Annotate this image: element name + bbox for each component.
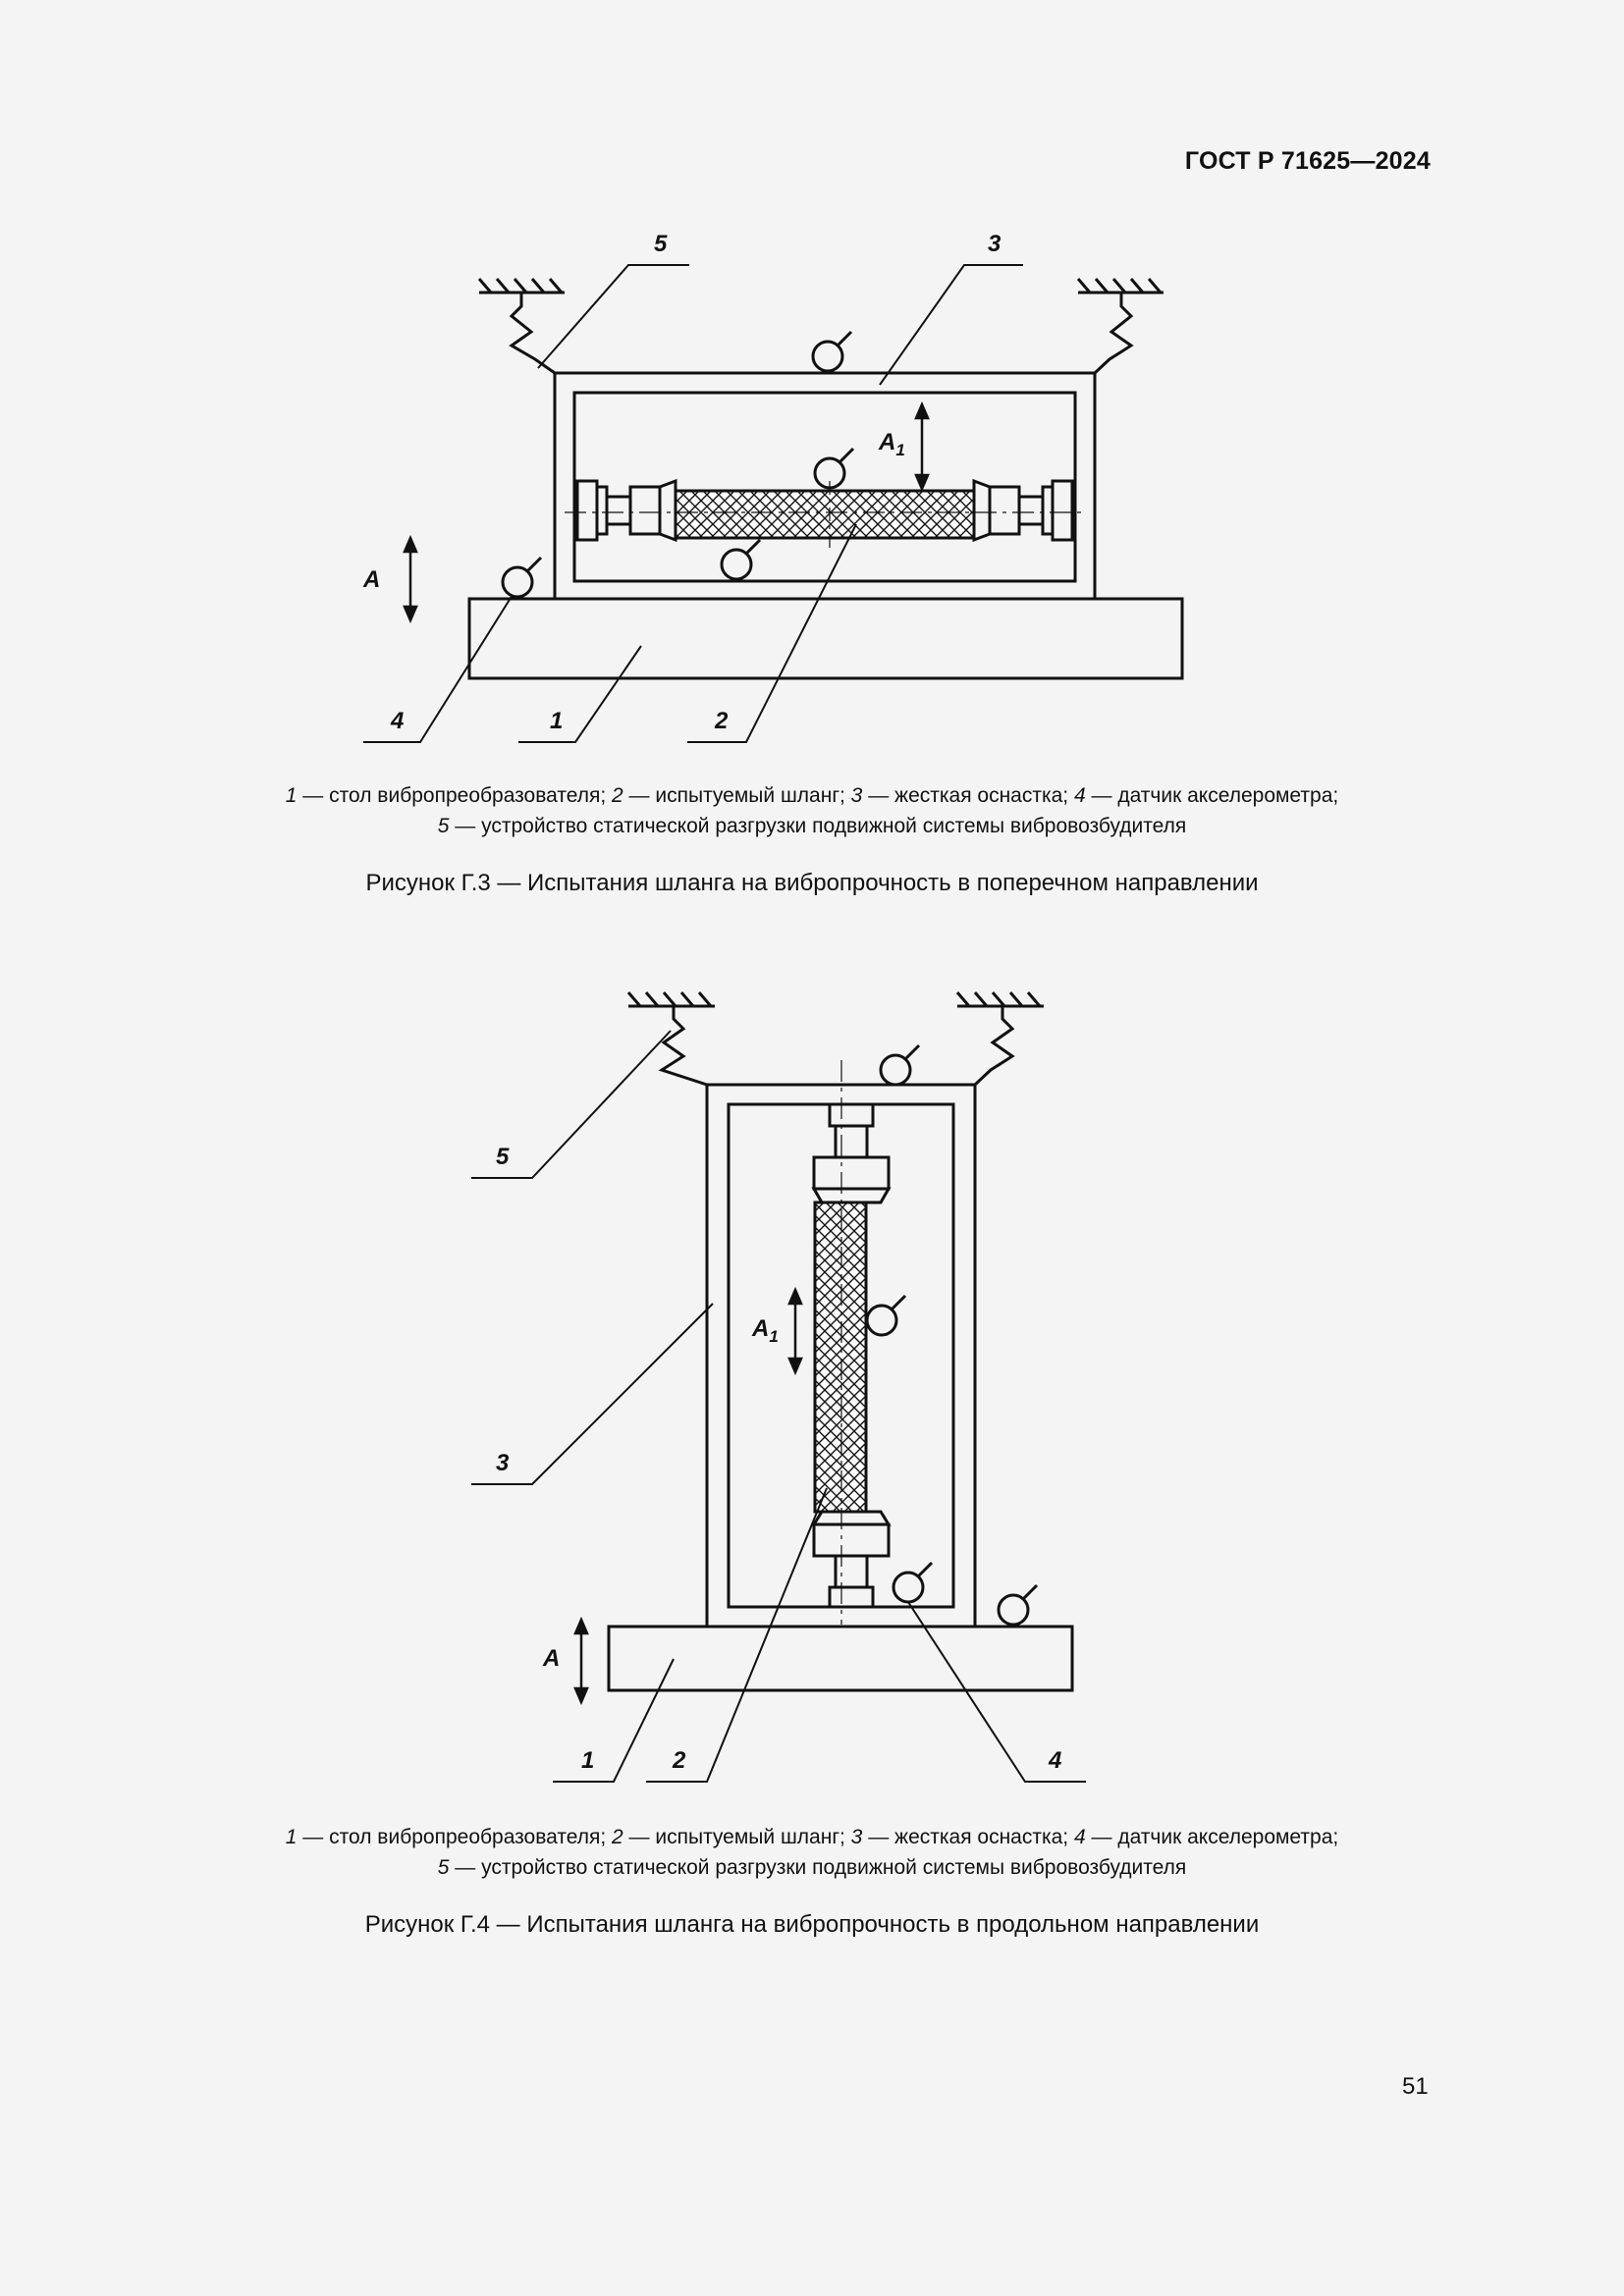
svg-text:A1: A1 [878,429,905,459]
figure-g4-legend: 1 — стол вибропреобразователя; 2 — испыт… [0,1822,1624,1883]
callout-1: 1 [550,708,563,734]
leader-3 [471,1303,714,1485]
legend-line-2: 5 — устройство статической разгрузки под… [437,815,1187,837]
legend-line-1: 1 — стол вибропреобразователя; 2 — испыт… [285,1826,1339,1848]
ceiling-support-right [955,991,1044,1008]
ceiling-support-left [477,278,565,294]
callout-1: 1 [581,1747,594,1774]
accelerometer-sensor [813,447,855,490]
hose-mesh [813,1201,868,1514]
document-id: ГОСТ Р 71625—2024 [1184,147,1431,175]
callout-3: 3 [496,1450,510,1476]
callout-4: 4 [1048,1747,1061,1774]
leader-2 [687,523,857,743]
leader-4 [363,594,514,743]
hose-assembly [575,478,1074,543]
svg-text:A1: A1 [751,1315,779,1346]
vibration-table [467,597,1184,680]
callout-2: 2 [672,1747,686,1774]
amplitude1-subscript: 1 [769,1327,778,1346]
accelerometer-sensor [997,1583,1039,1627]
figure-g3-caption: Рисунок Г.3 — Испытания шланга на виброп… [365,870,1259,896]
hose-mesh [674,489,976,540]
amplitude-label: A [362,566,380,593]
leader-1 [553,1658,675,1783]
amplitude-label: A [542,1645,560,1672]
callout-5: 5 [654,231,668,257]
figure-g4-drawing: 5 3 1 2 4 A A1 [471,991,1086,1783]
ceiling-support-right [1076,278,1164,294]
accelerometer-sensor [720,538,762,581]
accelerometer-sensor [892,1561,934,1604]
callout-3: 3 [988,231,1001,257]
leader-1 [518,645,642,743]
spring-left [658,1006,708,1087]
leader-3 [879,264,1023,386]
figure-g4-caption: Рисунок Г.4 — Испытания шланга на виброп… [364,1911,1260,1938]
hose-assembly [811,1102,892,1609]
ceiling-support-left [626,991,715,1008]
amplitude1-label: A [878,429,895,455]
callout-5: 5 [496,1144,510,1170]
leader-5 [471,1030,672,1179]
accelerometer-sensor [501,556,543,599]
accelerometer-sensor [865,1294,907,1337]
spring-right [973,1006,1015,1087]
leader-5 [537,264,689,369]
rigid-fixture-inner [572,391,1077,583]
callout-4: 4 [390,708,404,734]
page-number: 51 [1402,2073,1429,2100]
callout-2: 2 [714,708,729,734]
leader-2 [646,1487,828,1783]
figure-g3-drawing: 5 3 4 1 2 A A1 [362,231,1184,743]
legend-line-1: 1 — стол вибропреобразователя; 2 — испыт… [285,784,1339,807]
legend-line-2: 5 — устройство статической разгрузки под… [437,1856,1187,1879]
figure-g3-legend: 1 — стол вибропреобразователя; 2 — испыт… [0,780,1624,841]
amplitude1-label: A [751,1315,769,1342]
leader-4 [907,1601,1086,1783]
vibration-table [607,1625,1074,1692]
spring-right [1093,293,1134,375]
accelerometer-sensor [879,1043,921,1087]
spring-left [509,293,556,375]
amplitude1-subscript: 1 [895,441,904,459]
accelerometer-sensor [811,330,853,373]
